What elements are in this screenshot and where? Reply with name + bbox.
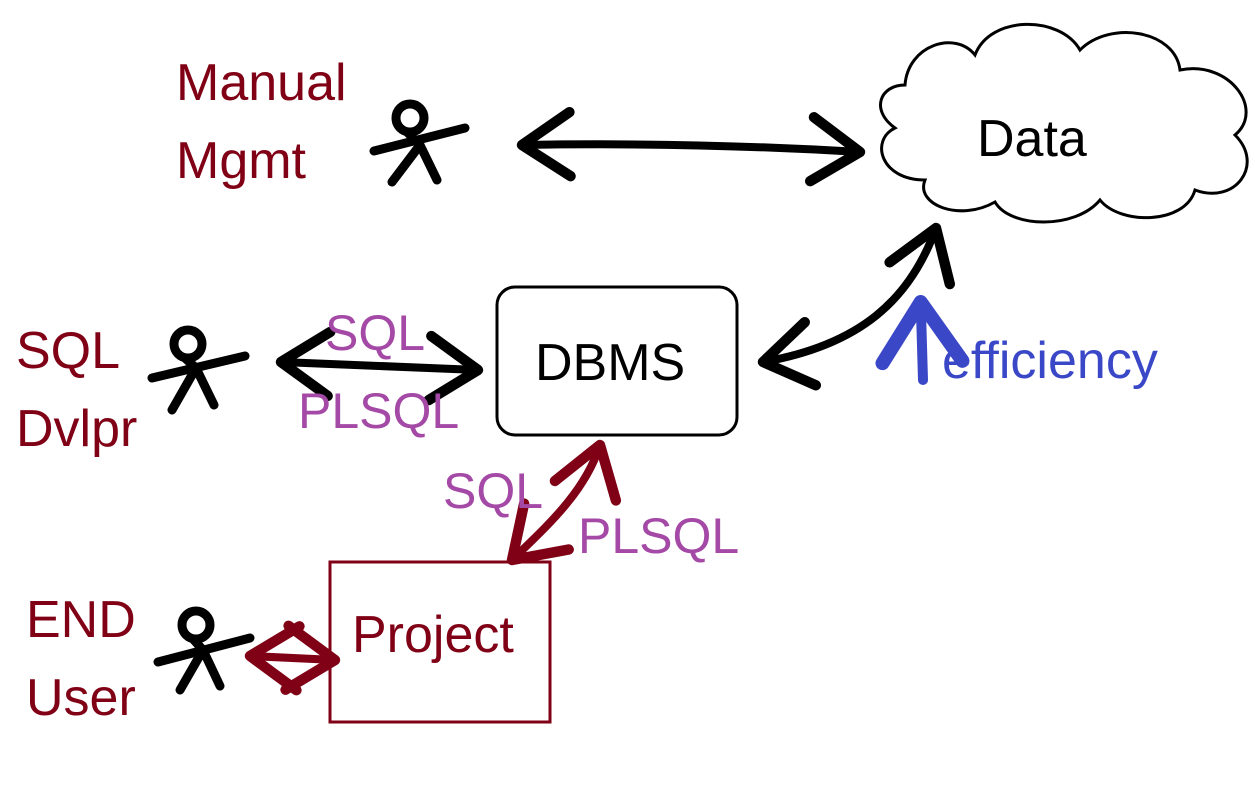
stick-figure-icon bbox=[147, 325, 250, 415]
node-label: DBMS bbox=[535, 334, 685, 392]
edge-label-sql: SQL bbox=[325, 305, 425, 361]
actor-label-line2: User bbox=[26, 669, 136, 727]
efficiency-label: efficiency bbox=[942, 332, 1158, 390]
actor-label-line1: Manual bbox=[176, 54, 347, 112]
cloud-icon bbox=[879, 22, 1249, 224]
actor-sql-dvlpr: SQL Dvlpr bbox=[16, 322, 250, 458]
edge-end-user-project bbox=[244, 620, 341, 696]
edge-project-dbms bbox=[506, 439, 622, 566]
project-box bbox=[328, 560, 552, 724]
edge-label-plsql: PLSQL bbox=[578, 508, 739, 564]
edge-label-sql: SQL bbox=[443, 463, 543, 519]
dbms-box bbox=[495, 285, 739, 437]
actor-label-line2: Mgmt bbox=[176, 132, 307, 190]
node-label: Data bbox=[977, 110, 1087, 168]
stick-figure-icon bbox=[369, 99, 470, 187]
edge-manual-mgmt-data bbox=[516, 106, 866, 187]
actor-manual-mgmt: Manual Mgmt bbox=[176, 54, 470, 190]
node-dbms: DBMS bbox=[495, 285, 739, 437]
edge-dbms-data bbox=[757, 222, 955, 391]
edge-sql-dvlpr-dbms bbox=[275, 326, 484, 406]
stick-figure-icon bbox=[153, 606, 255, 695]
actor-end-user: END User bbox=[26, 591, 255, 727]
node-label: Project bbox=[352, 606, 514, 664]
efficiency-annotation: efficiency bbox=[875, 295, 1158, 390]
node-project: Project bbox=[328, 560, 552, 724]
actor-label-line1: SQL bbox=[16, 322, 120, 380]
actor-label-line2: Dvlpr bbox=[16, 400, 137, 458]
edge-label-plsql: PLSQL bbox=[298, 383, 459, 439]
up-arrow-icon bbox=[875, 295, 970, 385]
actor-label-line1: END bbox=[26, 591, 136, 649]
node-data: Data bbox=[879, 22, 1249, 224]
